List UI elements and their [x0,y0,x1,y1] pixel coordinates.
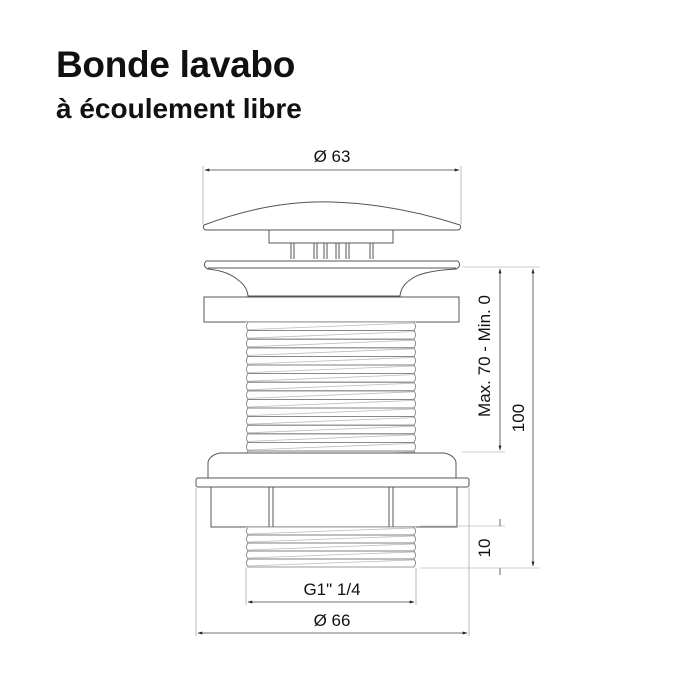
dimension-vertical [420,266,540,575]
top-diameter-label: Ø 63 [314,147,351,166]
thread-length-label: 10 [475,539,494,558]
total-height-label: 100 [509,404,528,432]
drain-cap [202,201,462,259]
page-subtitle: à écoulement libre [56,93,302,124]
locking-nut [195,452,470,528]
drain-flange [203,260,461,323]
dimension-top-diameter [202,166,462,224]
page-title: Bonde lavabo [56,44,295,85]
adjust-range-label: Max. 70 - Min. 0 [475,295,494,417]
lower-thread [246,526,416,568]
thread-label: G1" 1/4 [303,580,360,599]
threaded-body [246,321,416,460]
dimension-thread [245,568,417,605]
bottom-diameter-label: Ø 66 [314,611,351,630]
dimension-bottom-diameter [195,488,470,636]
